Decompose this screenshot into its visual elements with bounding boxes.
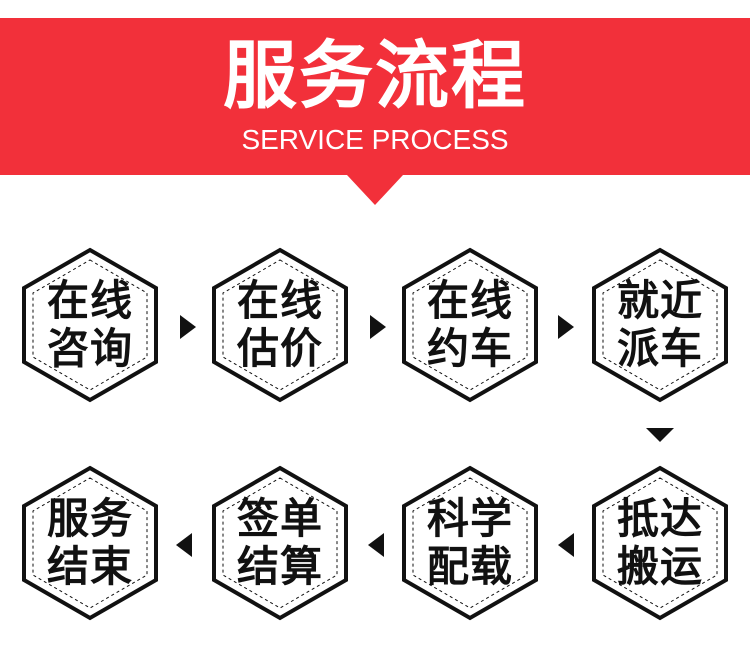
step-dispatch-nearby: 就近 派车	[590, 246, 730, 404]
page-subtitle: SERVICE PROCESS	[241, 124, 509, 155]
step-label-line2: 结束	[46, 542, 133, 591]
hexagon-frame	[22, 465, 158, 621]
arrow-right-icon	[180, 315, 196, 339]
step-label-line1: 在线	[236, 276, 323, 325]
arrow-left-icon	[176, 533, 192, 557]
step-label-line2: 配载	[426, 542, 513, 591]
header-background	[0, 18, 750, 205]
hexagon-frame	[212, 247, 348, 403]
step-online-quote: 在线 估价	[210, 246, 350, 404]
hexagon-frame	[212, 465, 348, 621]
step-label-line1: 抵达	[616, 494, 703, 543]
step-label-line2: 估价	[236, 324, 323, 373]
hexagon-frame	[22, 247, 158, 403]
step-service-end: 服务 结束	[20, 464, 160, 622]
step-label-line1: 就近	[616, 276, 703, 325]
step-label-line2: 搬运	[616, 542, 703, 591]
step-label-line1: 在线	[46, 276, 133, 325]
step-label-line1: 在线	[426, 276, 513, 325]
step-scientific-loading: 科学 配载	[400, 464, 540, 622]
step-sign-settle: 签单 结算	[210, 464, 350, 622]
arrow-right-icon	[558, 315, 574, 339]
step-label-line1: 签单	[236, 494, 323, 543]
header-banner: 服务流程 SERVICE PROCESS	[0, 0, 750, 210]
step-online-book: 在线 约车	[400, 246, 540, 404]
step-label-line1: 服务	[46, 494, 133, 543]
step-label-line1: 科学	[426, 494, 513, 543]
arrow-down-icon	[646, 428, 674, 442]
arrow-left-icon	[558, 533, 574, 557]
arrow-left-icon	[368, 533, 384, 557]
arrow-right-icon	[370, 315, 386, 339]
hexagon-frame	[402, 465, 538, 621]
hexagon-frame	[592, 247, 728, 403]
step-label-line2: 结算	[236, 542, 323, 591]
step-arrive-move: 抵达 搬运	[590, 464, 730, 622]
step-label-line2: 咨询	[46, 324, 133, 373]
step-online-consult: 在线 咨询	[20, 246, 160, 404]
step-label-line2: 派车	[616, 324, 703, 373]
step-label-line2: 约车	[426, 324, 513, 373]
hexagon-frame	[402, 247, 538, 403]
page-title: 服务流程	[223, 33, 527, 119]
hexagon-frame	[592, 465, 728, 621]
